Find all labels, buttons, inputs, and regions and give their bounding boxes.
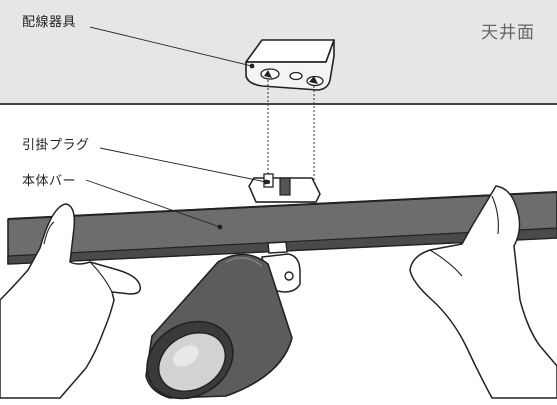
right-hand — [409, 185, 557, 399]
leader-body-bar — [85, 179, 221, 228]
wiring-fixture — [245, 39, 335, 91]
leader-pull-plug — [99, 147, 267, 183]
leader-wiring-fixture — [89, 26, 253, 67]
ceiling-label: 天井面 — [481, 23, 535, 43]
pull-plug — [248, 173, 321, 203]
left-hand — [0, 203, 142, 399]
wiring-fixture-label: 配線器具 — [22, 15, 77, 30]
insertion-guide-lines — [267, 80, 315, 196]
spotlight-head — [145, 253, 293, 400]
leader-lines — [85, 26, 269, 230]
fixture-slot-center — [289, 71, 303, 81]
pull-plug-label: 引掛プラグ — [22, 138, 90, 153]
body-bar-label: 本体バー — [22, 174, 77, 189]
